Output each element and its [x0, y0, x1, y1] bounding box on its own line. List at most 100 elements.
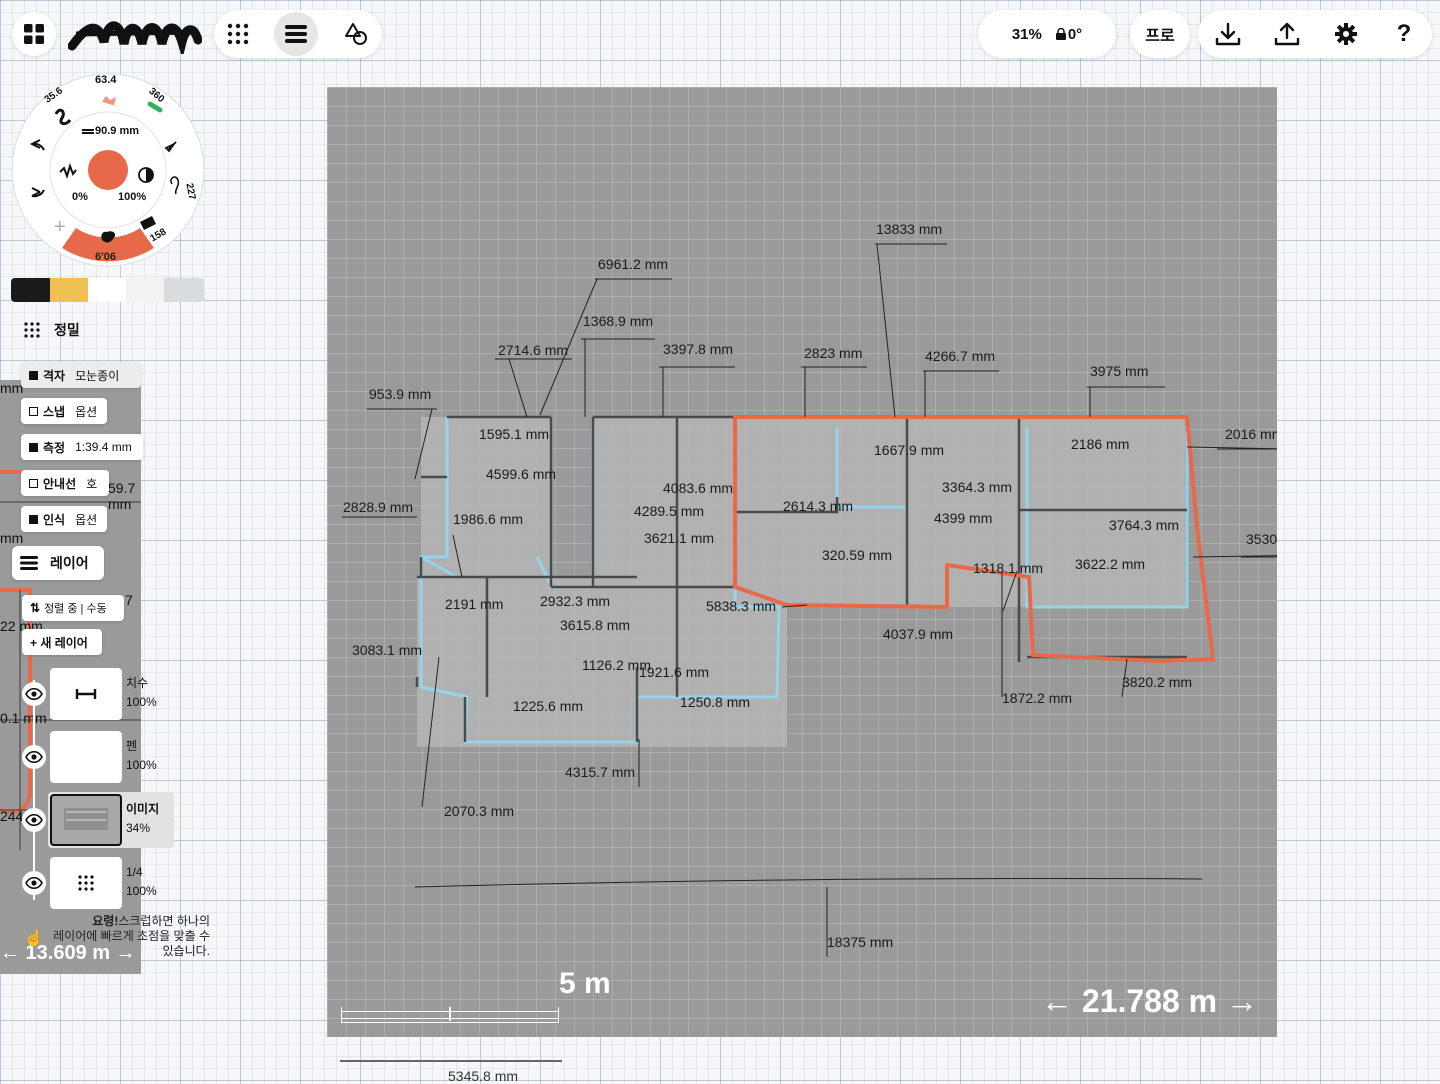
- dimension-label: 3975 mm: [1090, 363, 1149, 379]
- layer-opacity: 100%: [126, 758, 157, 772]
- color-swatch-white[interactable]: [88, 278, 126, 302]
- layer-thumbnail-dimensions[interactable]: [50, 668, 122, 720]
- dimension-label: 18375 mm: [827, 934, 894, 950]
- dimension-label: 2932.3 mm: [540, 593, 611, 609]
- layer-thumbnail-image[interactable]: [50, 794, 122, 846]
- dimension-label: 2016 mm: [1225, 426, 1277, 442]
- eye-icon[interactable]: [22, 871, 46, 895]
- settings-button[interactable]: [1324, 12, 1368, 56]
- dots-grid-icon: [24, 322, 40, 338]
- scale-bar-label: 5 m: [559, 967, 611, 1000]
- dimension-label: 2823 mm: [804, 345, 863, 361]
- grid-checkbox[interactable]: [29, 370, 38, 380]
- sort-button[interactable]: ⇅ 정렬 중 | 수동: [22, 595, 124, 621]
- layer-dimensions-info: 치수 100%: [126, 674, 157, 712]
- measure-checkbox[interactable]: [29, 442, 38, 452]
- precision-grid-button[interactable]: [216, 12, 260, 56]
- guide-label: 안내선: [43, 476, 77, 491]
- shapes-icon: [345, 23, 367, 45]
- tool-wheel[interactable]: 90.9 mm 0% 100% 63.4 35.6 360 227 158 6'…: [10, 72, 206, 268]
- dimension-label: 2070.3 mm: [444, 803, 515, 819]
- grid-setting[interactable]: 격자 모눈종이: [21, 362, 141, 388]
- new-layer-button[interactable]: + 새 레이어: [22, 629, 102, 655]
- scale-bar-fill: [342, 1011, 558, 1019]
- layers-icon: [20, 556, 38, 570]
- dimension-label: 3622.2 mm: [1075, 556, 1146, 572]
- shapes-button[interactable]: [334, 12, 378, 56]
- layers-title: 레이어: [50, 555, 89, 571]
- gallery-button[interactable]: [12, 12, 56, 56]
- wheel-top-value: 63.4: [95, 74, 117, 86]
- image-thumbnail: [64, 808, 108, 830]
- guide-setting[interactable]: 안내선 호: [21, 470, 109, 496]
- precision-toggle[interactable]: 정밀: [24, 320, 80, 340]
- wheel-bottom-value: 6'06: [95, 251, 116, 263]
- color-swatch-black[interactable]: [11, 278, 50, 302]
- below-canvas-dimension: 5345.8 mm: [448, 1068, 519, 1084]
- guide-checkbox[interactable]: [29, 478, 38, 488]
- layers-header[interactable]: 레이어: [12, 546, 104, 580]
- layers-icon: [285, 25, 307, 43]
- measure-setting[interactable]: 측정 1:39.4 mm: [21, 434, 143, 460]
- layer-name: 치수: [126, 676, 149, 690]
- eye-glyph: [25, 751, 43, 763]
- dimension-label: 3621.1 mm: [644, 530, 715, 546]
- help-button[interactable]: ?: [1382, 12, 1426, 56]
- dimension-label: 1921.6 mm: [639, 664, 710, 680]
- pro-button[interactable]: 프로: [1130, 10, 1190, 58]
- layer-opacity: 34%: [126, 821, 151, 835]
- recognize-checkbox[interactable]: [29, 514, 38, 524]
- dimension-label: 4315.7 mm: [565, 764, 636, 780]
- dimension-label: 3530.5 mm: [1246, 531, 1277, 547]
- dimension-label: 953.9 mm: [369, 386, 432, 402]
- export-button[interactable]: [1265, 12, 1309, 56]
- recognize-setting[interactable]: 인식 옵션: [21, 506, 107, 532]
- dimension-label: 4266.7 mm: [925, 348, 996, 364]
- wheel-add-button[interactable]: +: [54, 216, 66, 238]
- dimension-label: 1318.1 mm: [973, 560, 1044, 576]
- zoom-readout[interactable]: 31%: [1011, 25, 1042, 43]
- grid-label: 격자: [43, 368, 66, 383]
- download-icon: [1215, 22, 1241, 46]
- layer-tip: 요령!스크럽하면 하나의 레이어에 빠르게 초점을 맞출 수 있습니다.: [40, 914, 210, 959]
- pro-label: 프로: [1145, 28, 1175, 45]
- tip-hand-icon: ☝: [24, 930, 44, 947]
- zoom-rotation-pill[interactable]: 31% 0°: [978, 10, 1116, 58]
- recognize-label: 인식: [43, 512, 66, 527]
- dimension-label: 3764.3 mm: [1109, 517, 1180, 533]
- snap-checkbox[interactable]: [29, 406, 38, 416]
- dots-grid-icon: [227, 23, 249, 45]
- layer-thumbnail-pen[interactable]: [50, 731, 122, 783]
- dimension-label: 1126.2 mm: [582, 657, 651, 673]
- tip-line2: 레이어에 빠르게 초점을 맞출 수: [53, 929, 210, 943]
- layer-name: 1/4: [126, 865, 143, 879]
- gear-icon: [1335, 23, 1357, 45]
- snap-setting[interactable]: 스냅 옵션: [21, 398, 107, 424]
- dimension-label: 2614.3 mm: [783, 498, 854, 514]
- layer-grid-info: 1/4 100%: [126, 863, 157, 901]
- layers-button[interactable]: [274, 12, 318, 56]
- tip-line3: 있습니다.: [162, 944, 211, 958]
- recognize-value: 옵션: [75, 512, 98, 527]
- precision-label: 정밀: [54, 322, 80, 338]
- color-swatch-yellow[interactable]: [50, 278, 88, 302]
- layer-thumbnail-grid[interactable]: [50, 857, 122, 909]
- new-layer-label: + 새 레이어: [30, 635, 88, 650]
- panel-backdrop-sketch: [0, 470, 141, 850]
- eye-icon[interactable]: [22, 682, 46, 706]
- color-swatch-gray[interactable]: [164, 278, 204, 302]
- rotation-readout[interactable]: 0°: [1067, 25, 1083, 43]
- dimension-label: 4083.6 mm: [663, 480, 734, 496]
- dimension-label: 1872.2 mm: [1002, 690, 1073, 706]
- color-swatch-light-gray[interactable]: [126, 278, 164, 302]
- wheel-opacity-max: 100%: [118, 191, 147, 203]
- drawing-title-scribble[interactable]: [67, 14, 203, 59]
- dimension-label: 1368.9 mm: [583, 313, 654, 329]
- wheel-size-value: 90.9 mm: [95, 125, 140, 137]
- eye-icon[interactable]: [22, 808, 46, 832]
- right-tool-group: [1198, 10, 1432, 58]
- lock-icon: [1055, 28, 1066, 40]
- import-button[interactable]: [1206, 12, 1250, 56]
- eye-icon[interactable]: [22, 745, 46, 769]
